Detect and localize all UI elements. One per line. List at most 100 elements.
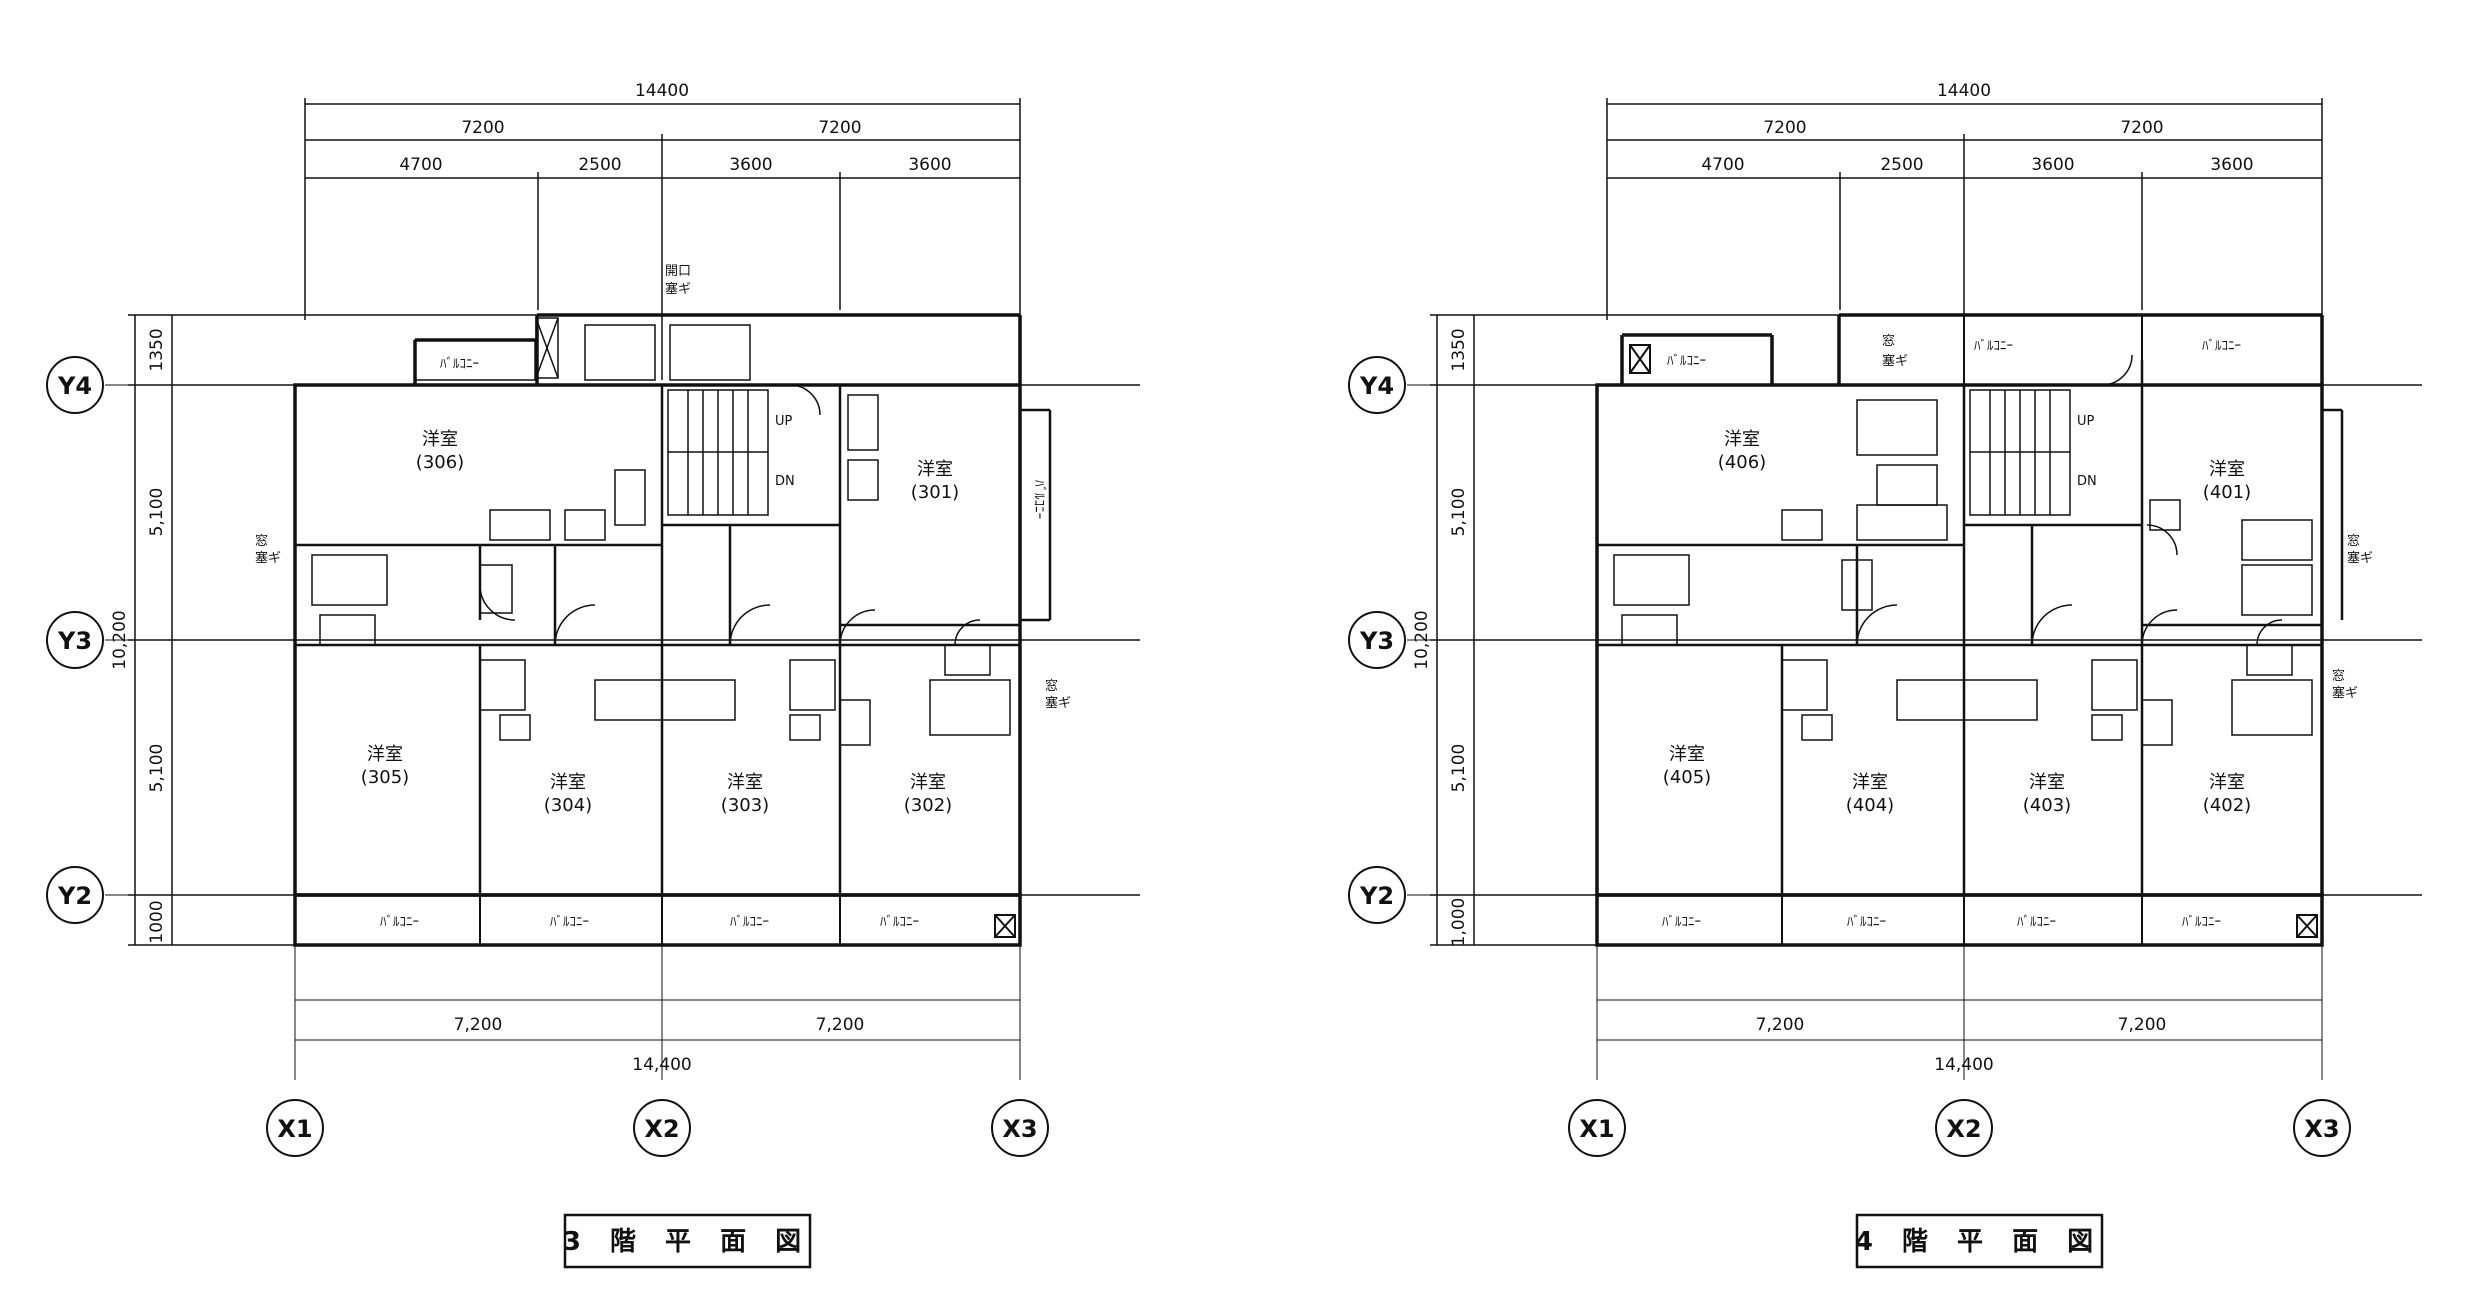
balcony-label: ﾊﾞﾙｺﾆｰ	[1667, 354, 1706, 369]
staircase	[667, 389, 769, 516]
room-name: 洋室	[550, 772, 586, 793]
dim-side-bottom: 1000	[147, 900, 167, 943]
window-close-note: 窓	[1882, 333, 1895, 349]
balcony-label: ﾊﾞﾙｺﾆｰ	[2017, 915, 2056, 930]
floor-plan-3f: 14400 7200 7200 4700 2500 3600 3600 1350…	[46, 81, 1140, 1269]
axis-y2: Y2	[1359, 882, 1394, 910]
dim-half-left: 7200	[461, 118, 504, 138]
balcony-label: ﾊﾞﾙｺﾆｰ	[2182, 915, 2221, 930]
grid-lines	[1407, 384, 2323, 1080]
balcony-partitions	[1629, 315, 2318, 945]
side-dimensions	[128, 314, 1140, 946]
room-number: (302)	[904, 795, 952, 816]
opening-close-note: 塞ギ	[665, 281, 691, 297]
axis-y3: Y3	[57, 627, 92, 655]
dim-bottom-right: 7,200	[816, 1015, 865, 1035]
balcony-label: ﾊﾞﾙｺﾆｰ	[1847, 915, 1886, 930]
room-name: 洋室	[1852, 772, 1888, 793]
door-swings	[479, 384, 981, 646]
room-number: (401)	[2203, 482, 2251, 503]
room-name: 洋室	[2209, 459, 2245, 480]
dim-span-2: 2500	[578, 155, 621, 175]
axis-x3: X3	[2304, 1115, 2339, 1143]
room-name: 洋室	[727, 772, 763, 793]
room-number: (304)	[544, 795, 592, 816]
room-name: 洋室	[1669, 744, 1705, 765]
balcony-label: ﾊﾞﾙｺﾆｰ	[380, 915, 419, 930]
dim-total-top: 14400	[1937, 81, 1991, 101]
dim-span-3: 3600	[2031, 155, 2074, 175]
dim-span-4: 3600	[2210, 155, 2253, 175]
dim-span-1: 4700	[1701, 155, 1744, 175]
axis-x3: X3	[1002, 1115, 1037, 1143]
dim-side-lower: 5,100	[1449, 744, 1469, 793]
room-number: (301)	[911, 482, 959, 503]
balcony-label: ﾊﾞﾙｺﾆｰ	[440, 357, 479, 372]
window-close-note: 窓	[255, 533, 268, 549]
room-name: 洋室	[422, 429, 458, 450]
room-name: 洋室	[2209, 772, 2245, 793]
window-close-note: 塞ギ	[1045, 695, 1071, 711]
window-close-note: 窓	[2347, 533, 2360, 549]
stair-dn-label: DN	[775, 474, 795, 489]
building-walls	[1595, 313, 2324, 947]
window-close-note: 塞ギ	[255, 550, 281, 566]
fixtures	[1613, 399, 2313, 746]
dim-half-left: 7200	[1763, 118, 1806, 138]
dim-bottom-total: 14,400	[1934, 1055, 1993, 1075]
balcony-label: ﾊﾞﾙｺﾆｰ	[1974, 339, 2013, 354]
room-number: (303)	[721, 795, 769, 816]
balcony-partitions	[479, 895, 1016, 945]
room-number: (402)	[2203, 795, 2251, 816]
axis-bubbles	[46, 356, 1049, 1157]
balcony-label: ﾊﾞﾙｺﾆｰ	[880, 915, 919, 930]
room-number: (306)	[416, 452, 464, 473]
floor-plan-4f: 14400 7200 7200 4700 2500 3600 3600 1350…	[1348, 81, 2422, 1269]
plan-title: 3 階 平 面 図	[563, 1227, 811, 1257]
axis-x1: X1	[1579, 1115, 1614, 1143]
door-swings	[1856, 354, 2283, 646]
room-name: 洋室	[910, 772, 946, 793]
dim-side-top: 1350	[147, 328, 167, 371]
balcony-label: ﾊﾞﾙｺﾆｰ	[2202, 339, 2241, 354]
axis-x2: X2	[1946, 1115, 1981, 1143]
grid-lines	[105, 384, 1021, 1080]
dim-side-upper: 5,100	[1449, 488, 1469, 537]
window-close-note: 塞ギ	[1882, 353, 1908, 369]
room-number: (405)	[1663, 767, 1711, 788]
stair-up-label: UP	[775, 414, 793, 429]
window-close-note: 窓	[2332, 668, 2345, 684]
room-number: (403)	[2023, 795, 2071, 816]
balcony-label: ﾊﾞﾙｺﾆｰ	[1662, 915, 1701, 930]
axis-y4: Y4	[57, 372, 92, 400]
balcony-label: ﾊﾞﾙｺﾆｰ	[550, 915, 589, 930]
room-name: 洋室	[2029, 772, 2065, 793]
room-number: (406)	[1718, 452, 1766, 473]
opening-close-note: 開口	[665, 264, 691, 279]
room-name: 洋室	[367, 744, 403, 765]
dim-half-right: 7200	[818, 118, 861, 138]
plan-title: 4 階 平 面 図	[1855, 1227, 2103, 1257]
window-close-note: 塞ギ	[2332, 685, 2358, 701]
dim-bottom-left: 7,200	[454, 1015, 503, 1035]
building-walls	[293, 313, 1022, 947]
fixtures	[311, 324, 1011, 746]
top-dimensions	[304, 98, 1021, 380]
plan-title-box	[1855, 1213, 2104, 1269]
axis-y4: Y4	[1359, 372, 1394, 400]
staircase	[1969, 389, 2071, 516]
dim-span-3: 3600	[729, 155, 772, 175]
dim-span-2: 2500	[1880, 155, 1923, 175]
dim-bottom-total: 14,400	[632, 1055, 691, 1075]
window-close-note: 塞ギ	[2347, 550, 2373, 566]
room-name: 洋室	[917, 459, 953, 480]
room-name: 洋室	[1724, 429, 1760, 450]
dim-side-upper: 5,100	[147, 488, 167, 537]
dim-span-4: 3600	[908, 155, 951, 175]
dim-side-bottom: 1,000	[1449, 898, 1469, 947]
stair-up-label: UP	[2077, 414, 2095, 429]
axis-x1: X1	[277, 1115, 312, 1143]
dim-side-top: 1350	[1449, 328, 1469, 371]
axis-y2: Y2	[57, 882, 92, 910]
